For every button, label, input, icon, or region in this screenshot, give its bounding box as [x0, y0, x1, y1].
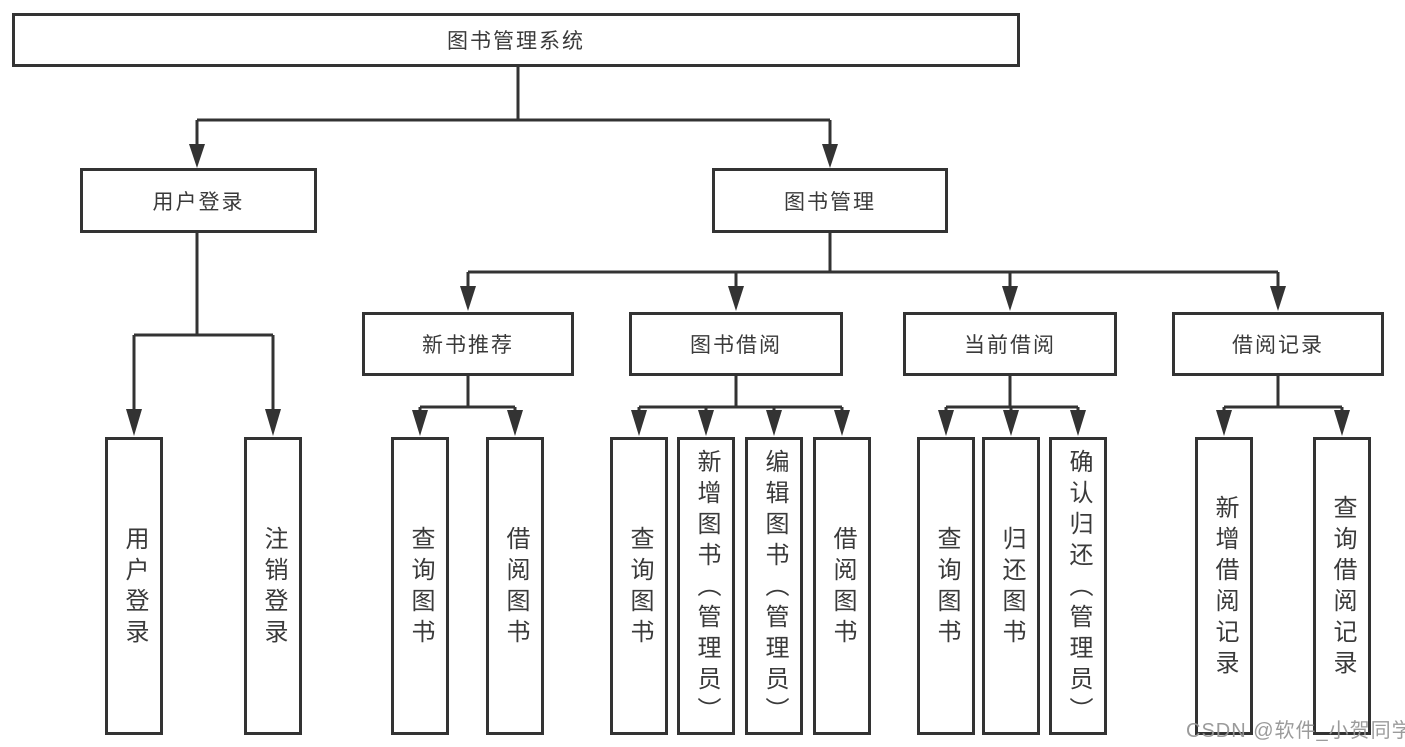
node-library-system: 图书管理系统	[12, 13, 1020, 67]
arrowhead	[698, 410, 714, 436]
connector-recommend-to-leaves	[412, 376, 523, 436]
leaf-return-books: 归还图书	[982, 437, 1040, 735]
leaf-user-login: 用户登录	[105, 437, 163, 735]
arrowhead	[938, 410, 954, 436]
arrowhead	[1003, 410, 1019, 436]
leaf-borrow-books-recommend: 借阅图书	[486, 437, 544, 735]
arrowhead	[1002, 286, 1018, 311]
connector-root-to-level2	[189, 67, 838, 168]
node-new-book-recommend: 新书推荐	[362, 312, 574, 376]
leaf-logout: 注销登录	[244, 437, 302, 735]
node-book-management: 图书管理	[712, 168, 948, 233]
connector-mgmt-to-level3	[460, 233, 1286, 311]
connector-current-to-leaves	[938, 376, 1086, 436]
arrowhead	[1270, 286, 1286, 311]
arrowhead	[412, 410, 428, 436]
connector-borrow-to-leaves	[631, 376, 850, 436]
node-current-borrow: 当前借阅	[903, 312, 1117, 376]
arrowhead	[766, 410, 782, 436]
arrowhead	[126, 409, 142, 436]
node-book-borrow: 图书借阅	[629, 312, 843, 376]
leaf-add-books-admin: 新增图书（管理员）	[677, 437, 735, 735]
arrowhead	[822, 144, 838, 168]
arrowhead	[460, 286, 476, 311]
arrowhead	[1334, 410, 1350, 436]
arrowhead	[728, 286, 744, 311]
csdn-watermark: CSDN @软件_小贺同学	[1186, 720, 1405, 742]
node-user-login: 用户登录	[80, 168, 317, 233]
connector-records-to-leaves	[1216, 376, 1350, 436]
leaf-confirm-return-admin: 确认归还（管理员）	[1049, 437, 1107, 735]
leaf-edit-books-admin: 编辑图书（管理员）	[745, 437, 803, 735]
leaf-query-borrow-record: 查询借阅记录	[1313, 437, 1371, 735]
node-borrow-records: 借阅记录	[1172, 312, 1384, 376]
arrowhead	[1216, 410, 1232, 436]
arrowhead	[265, 409, 281, 436]
connector-login-to-leaves	[126, 233, 281, 436]
arrowhead	[834, 410, 850, 436]
leaf-query-books-recommend: 查询图书	[391, 437, 449, 735]
leaf-query-books-borrow: 查询图书	[610, 437, 668, 735]
arrowhead	[1070, 410, 1086, 436]
arrowhead	[507, 410, 523, 436]
leaf-query-books-current: 查询图书	[917, 437, 975, 735]
leaf-borrow-books: 借阅图书	[813, 437, 871, 735]
leaf-add-borrow-record: 新增借阅记录	[1195, 437, 1253, 735]
arrowhead	[631, 410, 647, 436]
arrowhead	[189, 144, 205, 168]
